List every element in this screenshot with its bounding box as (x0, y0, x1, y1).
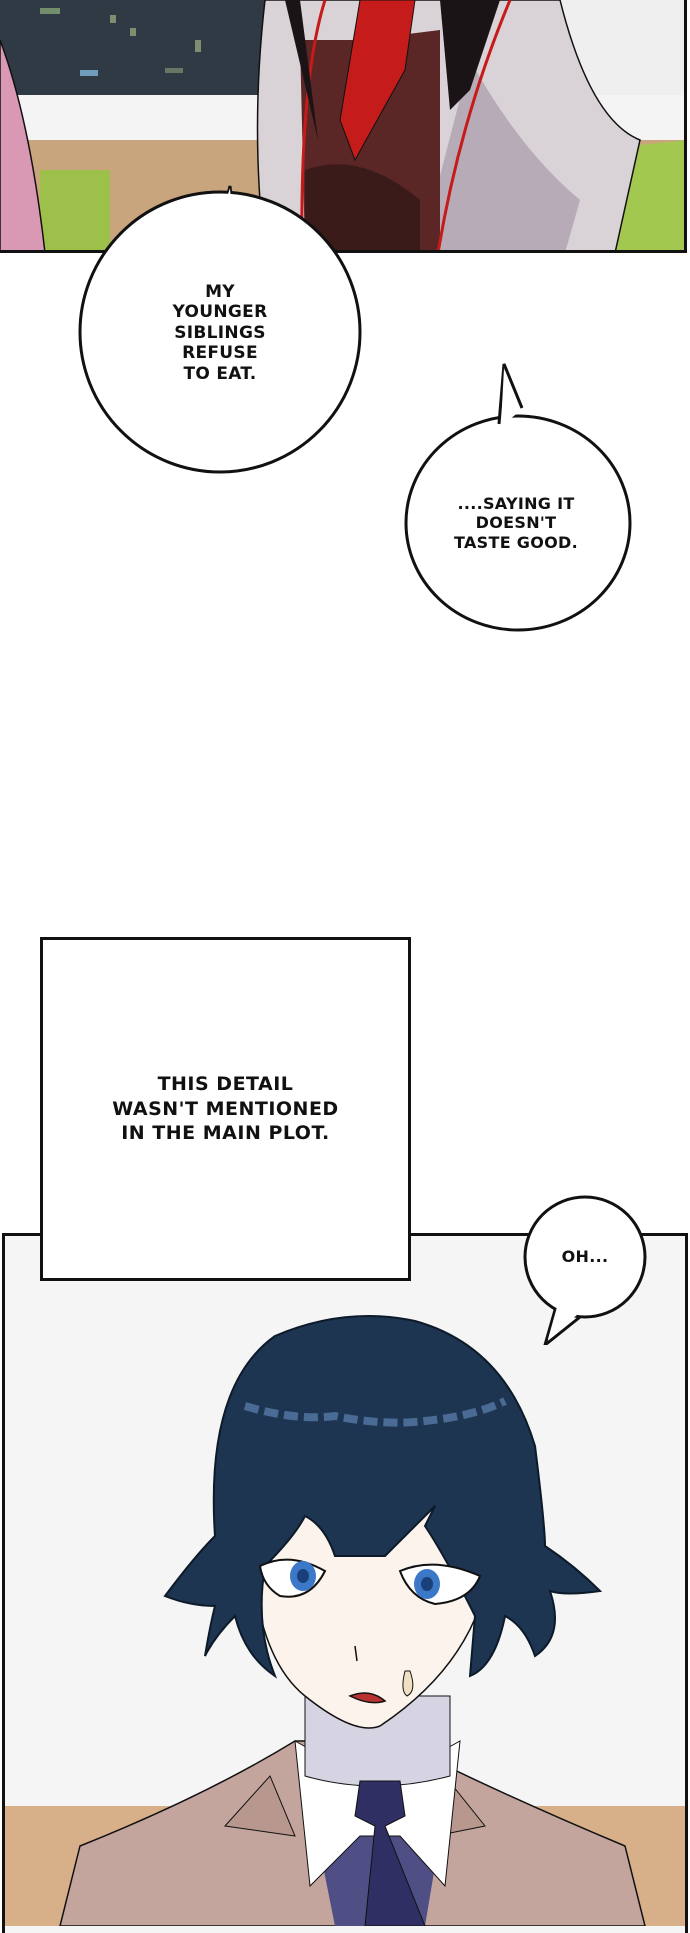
speech-bubble-3: OH... (520, 1195, 650, 1345)
panel-bottom (2, 1233, 688, 1933)
speech-bubble-shape (404, 363, 632, 632)
speech-bubble-2: ....SAYING IT DOESN'T TASTE GOOD. (398, 360, 634, 636)
bottom-panel-artwork (5, 1236, 685, 1926)
speech-bubble-2-text: ....SAYING IT DOESN'T TASTE GOOD. (454, 494, 578, 552)
speech-bubble-1-text: MY YOUNGER SIBLINGS REFUSE TO EAT. (172, 282, 268, 384)
narration-caption-box: THIS DETAIL WASN'T MENTIONED IN THE MAIN… (40, 937, 411, 1281)
speech-bubble-shape (523, 1195, 647, 1345)
speech-bubble-shape (78, 185, 362, 474)
speech-bubble-3-text: OH... (561, 1247, 609, 1267)
caption-text: THIS DETAIL WASN'T MENTIONED IN THE MAIN… (112, 1072, 339, 1145)
speech-bubble-1: MY YOUNGER SIBLINGS REFUSE TO EAT. (75, 180, 365, 480)
top-panel-artwork (0, 0, 684, 250)
panel-top (0, 0, 687, 253)
